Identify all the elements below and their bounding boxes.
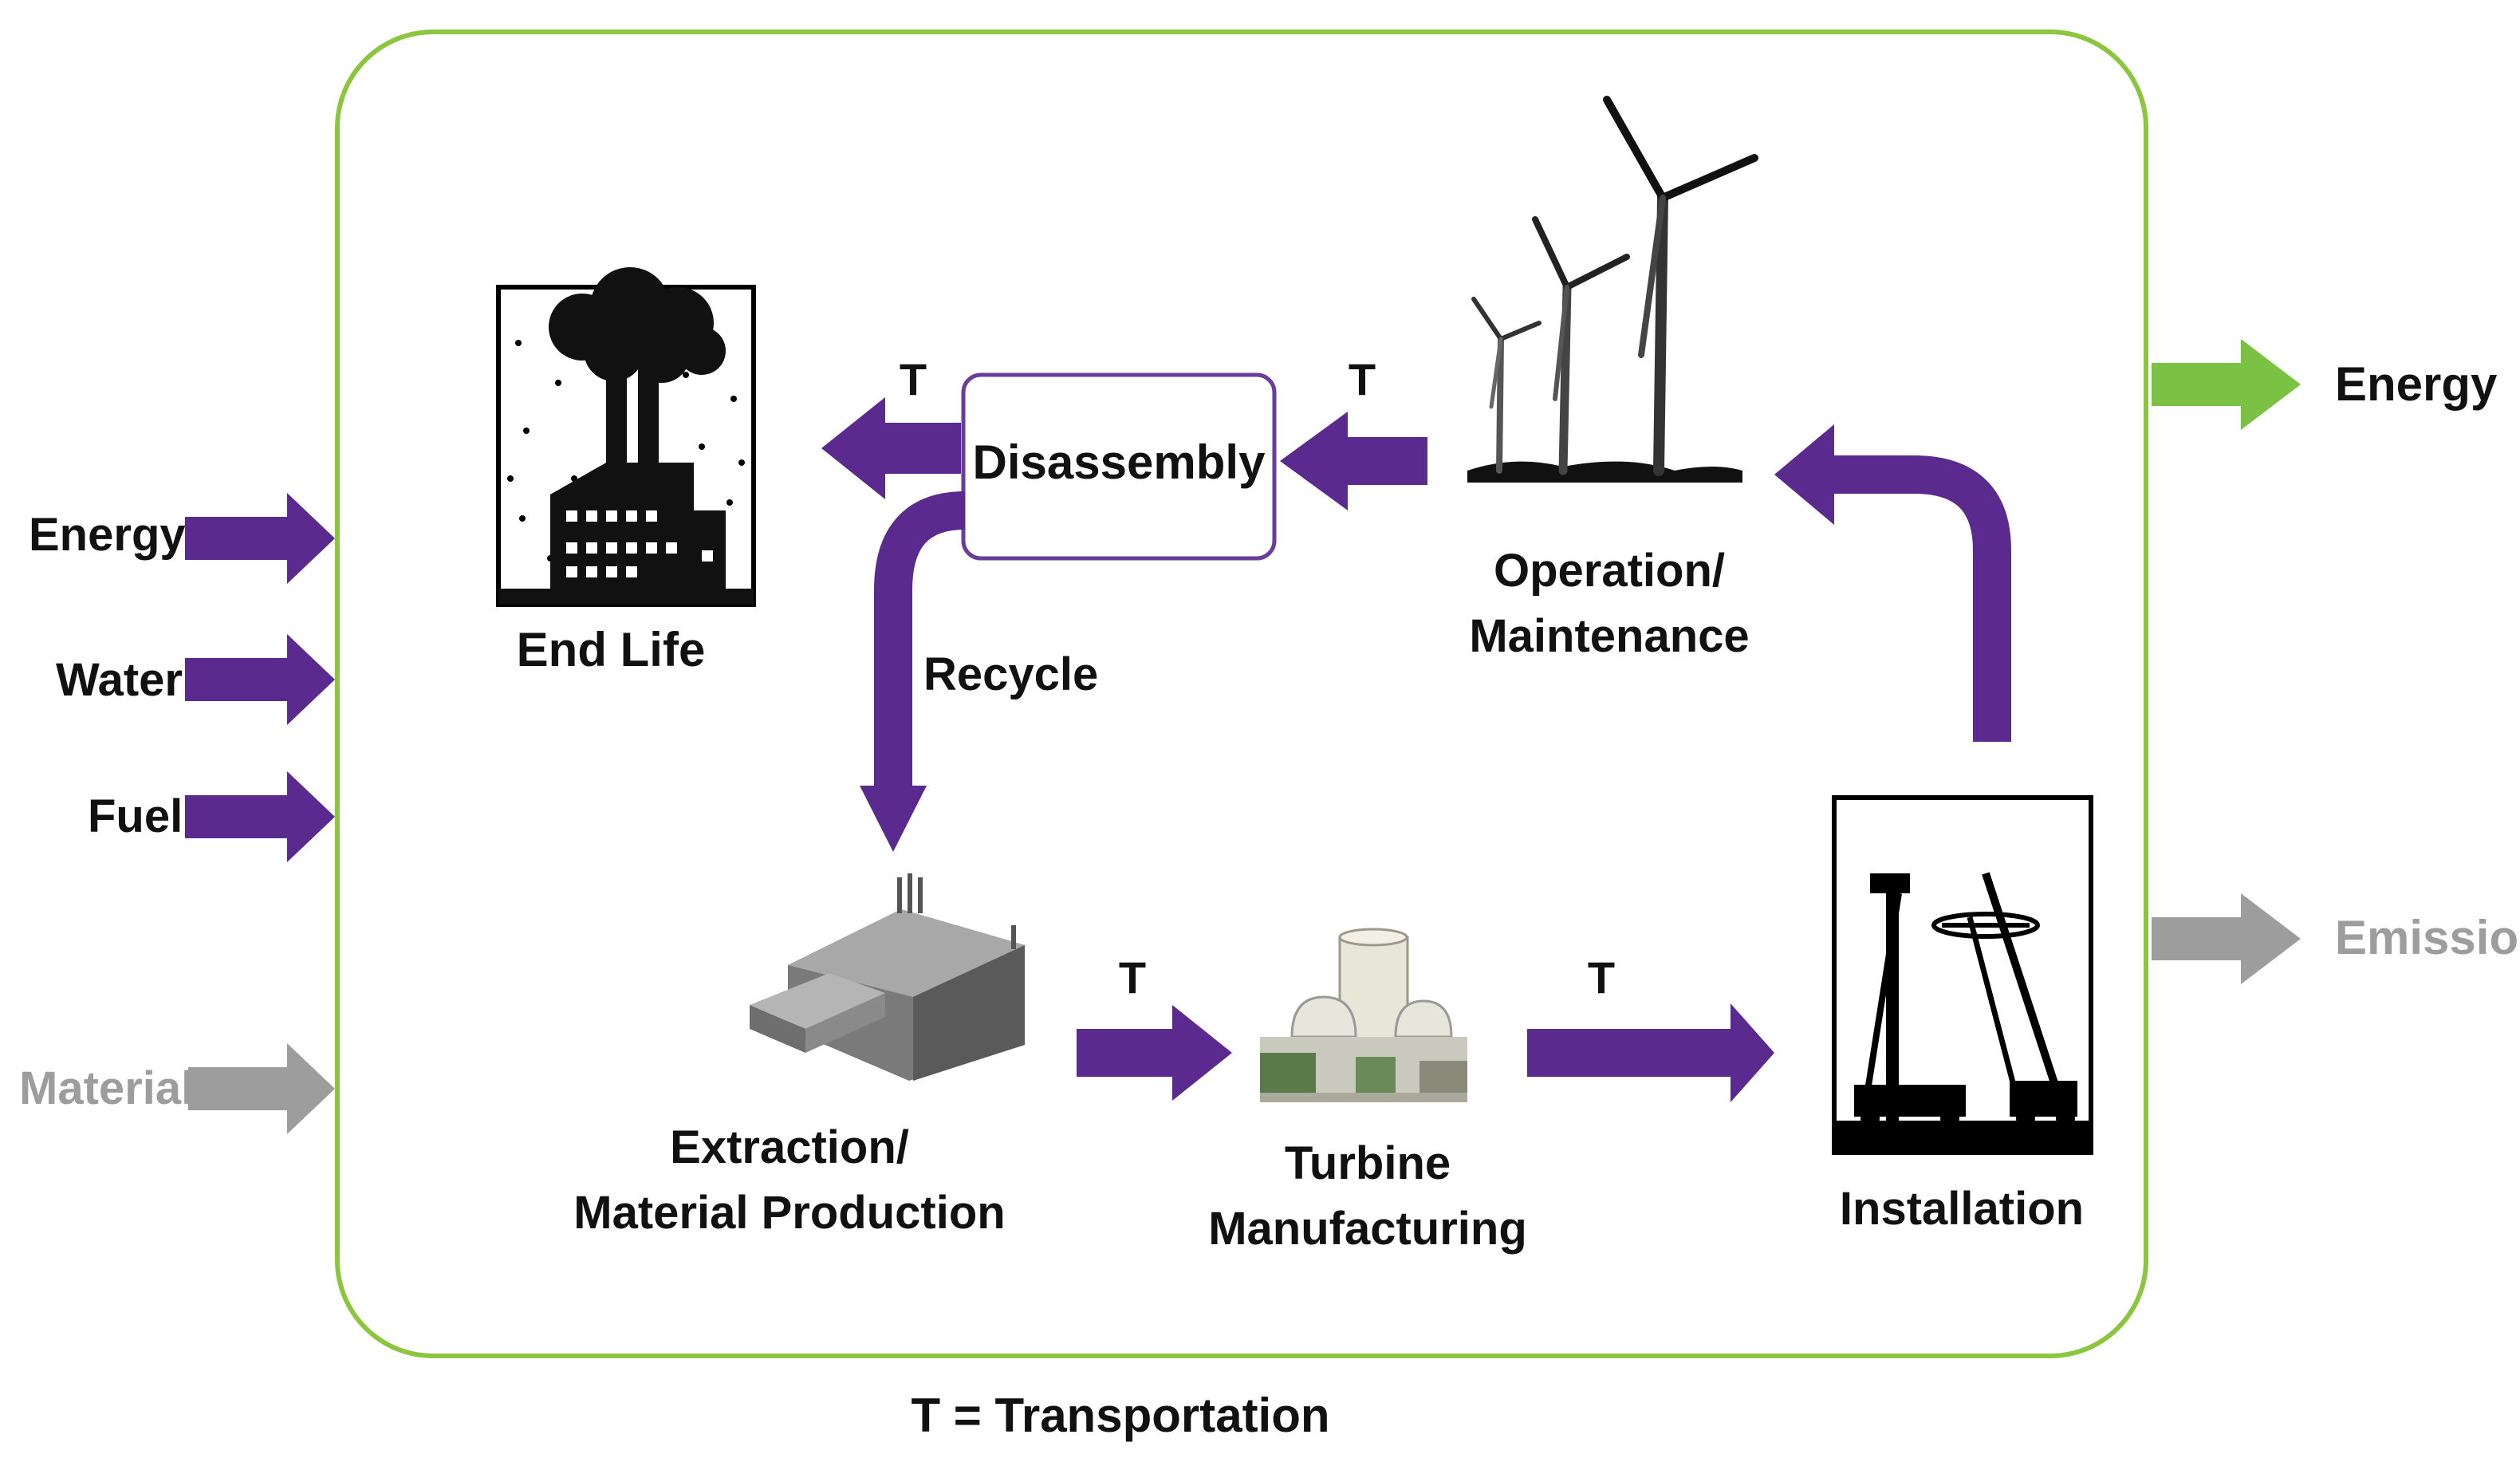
arrow-recycle bbox=[860, 491, 966, 852]
output-arrow-energy bbox=[2152, 339, 2301, 430]
arrow-disassembly-to-end-life bbox=[821, 397, 961, 499]
transport-marker-installation: T bbox=[1588, 952, 1615, 1003]
input-label-material: Material bbox=[19, 1062, 194, 1114]
smokestack-factory-icon bbox=[496, 267, 756, 607]
stage-label-operation-line2: Maintenance bbox=[1469, 610, 1749, 662]
legend-transportation: T = Transportation bbox=[911, 1389, 1329, 1442]
stage-label-disassembly: Disassembly bbox=[973, 435, 1266, 489]
output-arrow-emission bbox=[2152, 893, 2301, 984]
transport-marker-turbine: T bbox=[1119, 952, 1146, 1003]
stage-label-end-life: End Life bbox=[517, 623, 706, 676]
transport-marker-disassembly: T bbox=[1349, 354, 1376, 404]
label-recycle: Recycle bbox=[923, 648, 1098, 700]
input-arrow-water bbox=[185, 634, 335, 725]
system-boundary bbox=[335, 30, 2148, 1358]
stage-label-extraction-line1: Extraction/ bbox=[670, 1121, 909, 1173]
input-label-fuel: Fuel bbox=[88, 790, 183, 842]
wind-turbines-icon bbox=[1467, 96, 1758, 483]
input-label-energy: Energy bbox=[29, 509, 186, 561]
input-arrow-fuel bbox=[185, 771, 335, 862]
arrow-turbine-to-installation bbox=[1527, 1003, 1774, 1102]
industrial-building-icon bbox=[750, 873, 1025, 1081]
stage-label-installation: Installation bbox=[1840, 1183, 2084, 1235]
arrow-installation-to-operation bbox=[1774, 424, 2011, 742]
arrow-extraction-to-turbine bbox=[1077, 1005, 1232, 1101]
disassembly-box bbox=[961, 372, 1277, 561]
output-label-emission: Emission bbox=[2335, 911, 2520, 964]
stage-label-turbine-line2: Manufacturing bbox=[1208, 1203, 1527, 1255]
transport-marker-end-life: T bbox=[900, 354, 927, 404]
stage-label-extraction-line2: Material Production bbox=[573, 1187, 1005, 1239]
input-arrow-energy bbox=[185, 493, 335, 584]
stage-label-operation-line1: Operation/ bbox=[1494, 545, 1725, 597]
crane-icon bbox=[1832, 795, 2093, 1155]
manufacturing-plant-icon bbox=[1260, 928, 1467, 1102]
stage-label-turbine-line1: Turbine bbox=[1285, 1137, 1451, 1189]
input-arrow-material bbox=[188, 1043, 335, 1134]
arrow-operation-to-disassembly bbox=[1280, 412, 1427, 510]
input-label-water: Water bbox=[56, 654, 183, 706]
output-label-energy: Energy bbox=[2335, 357, 2498, 411]
